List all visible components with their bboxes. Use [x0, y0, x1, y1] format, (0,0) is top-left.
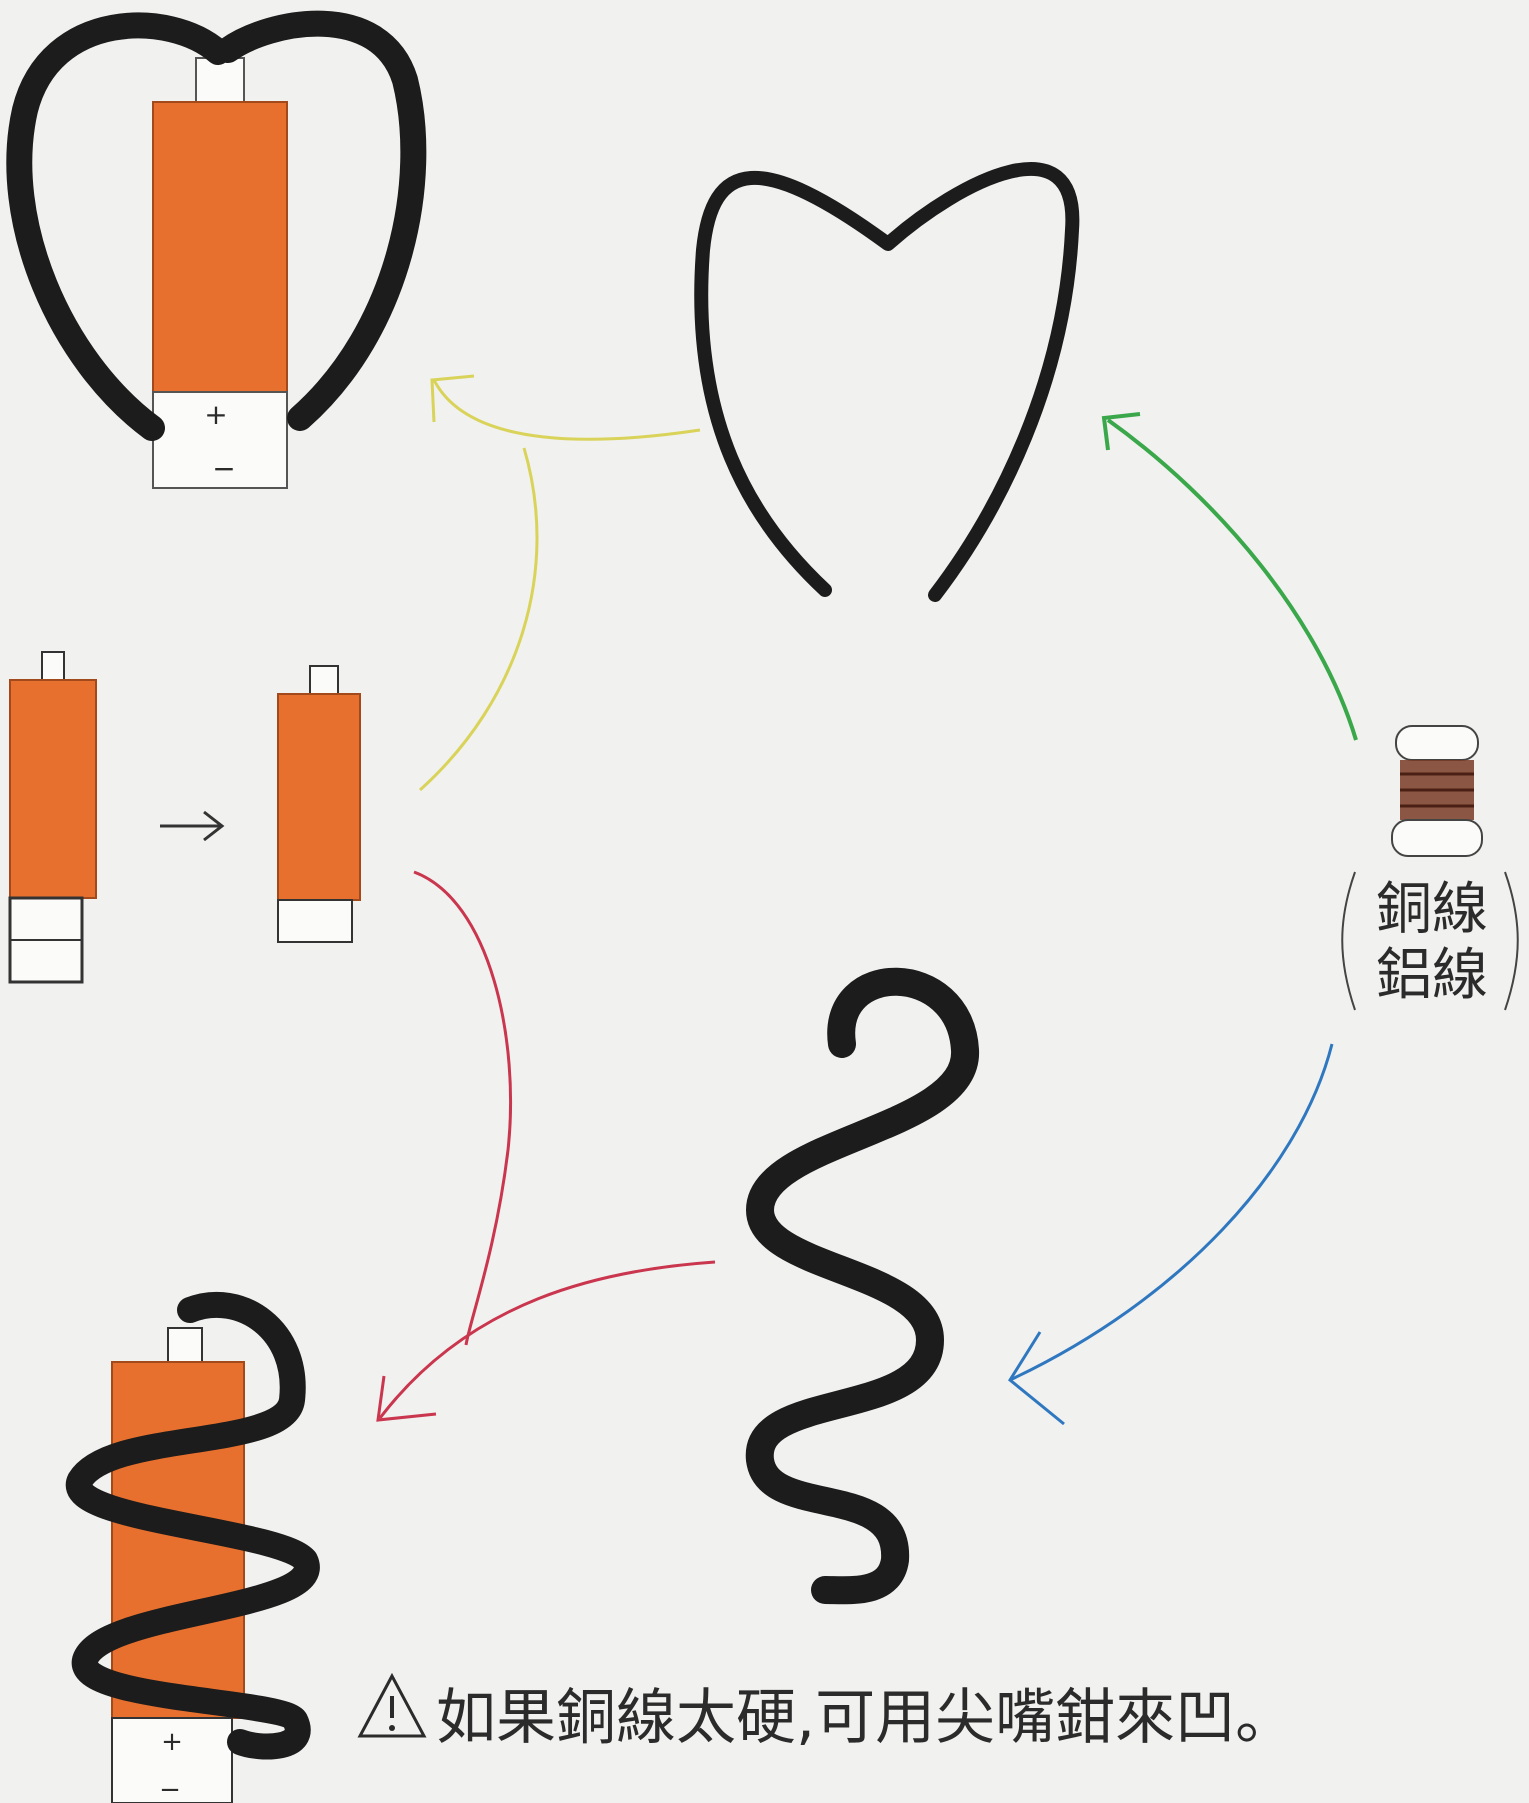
battery-after-cap: [310, 666, 338, 694]
wire-spool-icon: [1392, 726, 1482, 856]
battery-before: [10, 652, 96, 982]
battery-coil-assembly: + −: [79, 1305, 307, 1803]
battery-after: [278, 666, 360, 942]
battery-after-body: [278, 694, 360, 900]
battery-heart-assembly: + −: [19, 24, 413, 488]
battery-minus-label: −: [212, 452, 235, 485]
arrow-red-to-battery-coil: [378, 872, 715, 1420]
warning-triangle-icon: [360, 1676, 424, 1736]
arrow-blue-spool-to-coil: [1010, 1044, 1332, 1424]
battery-after-base: [278, 900, 352, 942]
arrow-yellow-to-battery-heart: [420, 376, 700, 790]
battery-coil-cap: [168, 1328, 202, 1362]
battery-body: [153, 102, 287, 392]
battery-coil-plus-label: +: [161, 1727, 183, 1757]
heart-wire: [701, 169, 1072, 595]
battery-before-body: [10, 680, 96, 898]
wire-label-copper: 銅線: [1376, 877, 1488, 942]
wire-label-aluminum: 鋁線: [1376, 943, 1488, 1008]
battery-plus-label: +: [204, 398, 227, 431]
battery-before-cap: [42, 652, 64, 680]
battery-coil-minus-label: −: [159, 1775, 181, 1803]
coil-wire: [760, 982, 965, 1591]
right-arrow-icon: [160, 812, 222, 840]
bending-tip-note: 如果銅線太硬,可用尖嘴鉗來凹。: [436, 1683, 1295, 1753]
arrow-green-spool-to-heart: [1104, 414, 1356, 740]
